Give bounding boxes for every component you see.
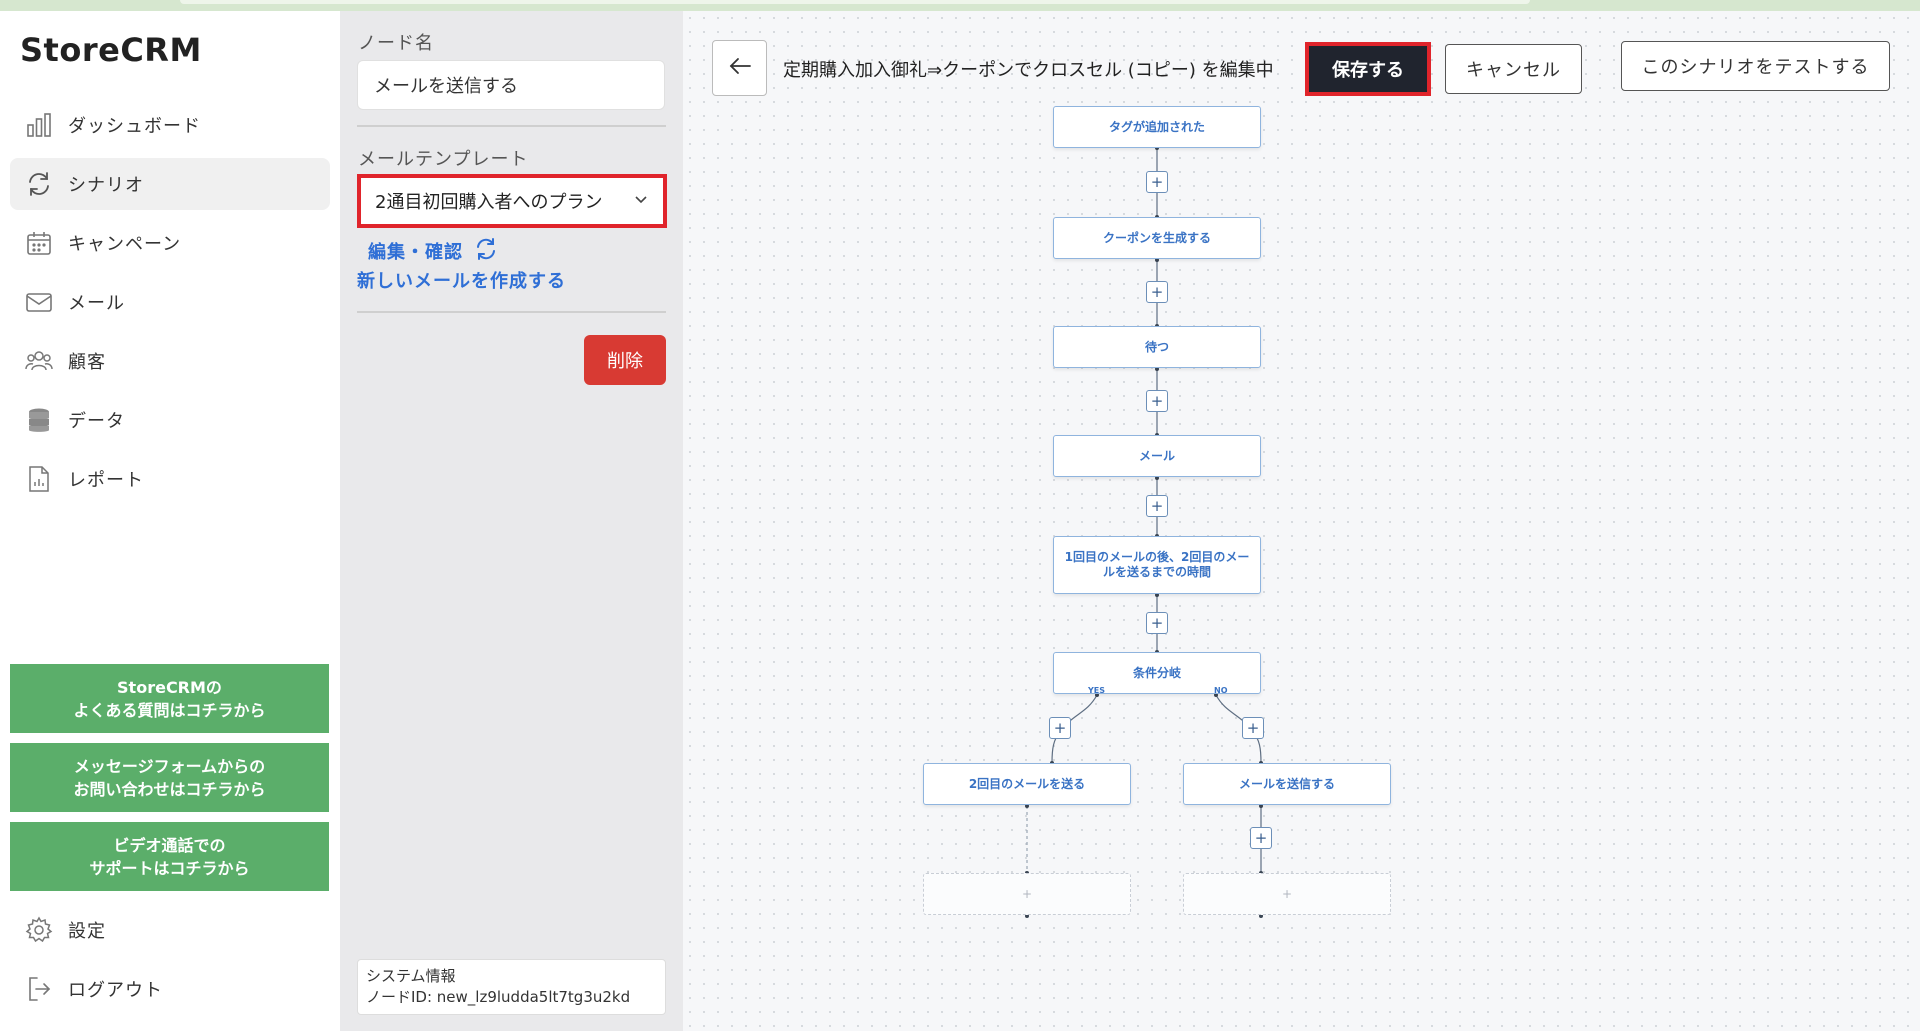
sidebar-item-scenario[interactable]: シナリオ [10, 158, 330, 210]
node-id-text: ノードID: new_lz9ludda5lt7tg3u2kd [366, 988, 631, 1006]
flow-node-mail[interactable]: メール [1053, 435, 1261, 477]
flow-node-generate-coupon[interactable]: クーポンを生成する [1053, 217, 1261, 259]
sidebar-item-label: データ [68, 411, 125, 432]
sidebar-item-label: キャンペーン [68, 234, 182, 255]
flow-node-wait-between-mails[interactable]: 1回目のメールの後、2回目のメールを送るまでの時間 [1053, 536, 1261, 594]
app-logo[interactable]: StoreCRM [20, 31, 202, 69]
sidebar: StoreCRM ダッシュボード シナリオ キャンペーン メール [0, 11, 340, 1031]
back-button[interactable] [712, 40, 767, 96]
branch-yes-label: YES [1088, 686, 1106, 695]
sidebar-item-settings[interactable]: 設定 [10, 904, 330, 956]
gear-icon [24, 915, 54, 945]
system-info-box: システム情報 ノードID: new_lz9ludda5lt7tg3u2kd [357, 959, 666, 1015]
refresh-icon[interactable] [474, 237, 498, 265]
logout-icon [24, 974, 54, 1004]
video-support-button[interactable]: ビデオ通話での サポートはコチラから [10, 822, 329, 891]
template-label: メールテンプレート [358, 149, 529, 170]
scenario-title: 定期購入加入御礼⇒クーポンでクロスセル (コピー) を編集中 [783, 60, 1274, 81]
cancel-button[interactable]: キャンセル [1445, 44, 1582, 94]
chevron-down-icon [633, 191, 649, 212]
divider [357, 311, 666, 313]
flow-node-add-placeholder[interactable]: + [1183, 873, 1391, 915]
template-select-value: 2通目初回購入者へのプラン [375, 192, 603, 213]
sidebar-item-report[interactable]: レポート [10, 453, 330, 505]
sidebar-item-customers[interactable]: 顧客 [10, 335, 330, 387]
test-scenario-button[interactable]: このシナリオをテストする [1621, 41, 1890, 91]
node-name-input[interactable]: メールを送信する [357, 60, 665, 110]
branch-no-label: NO [1214, 686, 1228, 695]
top-strip-highlight [180, 0, 1530, 4]
sidebar-item-label: ログアウト [68, 980, 163, 1001]
help-buttons: StoreCRMの よくある質問はコチラから メッセージフォームからの お問い合… [10, 664, 329, 901]
calendar-icon [24, 228, 54, 258]
divider [357, 125, 666, 127]
sidebar-bottom-nav: 設定 ログアウト [10, 904, 330, 1022]
sidebar-item-data[interactable]: データ [10, 394, 330, 446]
add-step-button[interactable]: + [1146, 171, 1168, 193]
delete-button[interactable]: 削除 [584, 335, 666, 385]
flow-node-add-placeholder[interactable]: + [923, 873, 1131, 915]
sidebar-nav: ダッシュボード シナリオ キャンペーン メール 顧客 [10, 99, 330, 512]
mail-icon [24, 287, 54, 317]
faq-button[interactable]: StoreCRMの よくある質問はコチラから [10, 664, 329, 733]
arrow-left-icon [726, 52, 754, 84]
sidebar-item-dashboard[interactable]: ダッシュボード [10, 99, 330, 151]
users-icon [24, 346, 54, 376]
node-name-label: ノード名 [358, 33, 434, 54]
add-step-button[interactable]: + [1242, 717, 1264, 739]
add-step-button[interactable]: + [1049, 717, 1071, 739]
sidebar-item-logout[interactable]: ログアウト [10, 963, 330, 1015]
edit-confirm-link[interactable]: 編集・確認 [368, 242, 463, 263]
sidebar-item-label: ダッシュボード [68, 116, 201, 137]
flow-node-condition-branch[interactable]: 条件分岐 [1053, 652, 1261, 694]
report-icon [24, 464, 54, 494]
flow-node-send-mail[interactable]: メールを送信する [1183, 763, 1391, 805]
flow-node-tag-added[interactable]: タグが追加された [1053, 106, 1261, 148]
system-info-title: システム情報 [366, 967, 456, 985]
sidebar-item-label: メール [68, 293, 125, 314]
add-step-button[interactable]: + [1250, 827, 1272, 849]
flow-node-wait[interactable]: 待つ [1053, 326, 1261, 368]
sidebar-item-label: 設定 [68, 921, 106, 942]
add-step-button[interactable]: + [1146, 281, 1168, 303]
top-strip [0, 0, 1920, 11]
flow-node-send-second-mail[interactable]: 2回目のメールを送る [923, 763, 1131, 805]
sidebar-item-label: 顧客 [68, 352, 106, 373]
add-step-button[interactable]: + [1146, 390, 1168, 412]
bar-chart-icon [24, 110, 54, 140]
database-icon [24, 405, 54, 435]
new-mail-link[interactable]: 新しいメールを作成する [357, 271, 566, 292]
template-select[interactable]: 2通目初回購入者へのプラン [357, 174, 667, 228]
sidebar-item-label: シナリオ [68, 175, 144, 196]
scenario-canvas[interactable]: タグが追加された クーポンを生成する 待つ メール 1回目のメールの後、2回目の… [683, 11, 1920, 1031]
add-step-button[interactable]: + [1146, 612, 1168, 634]
refresh-cycle-icon [24, 169, 54, 199]
message-form-button[interactable]: メッセージフォームからの お問い合わせはコチラから [10, 743, 329, 812]
sidebar-item-campaign[interactable]: キャンペーン [10, 217, 330, 269]
sidebar-item-mail[interactable]: メール [10, 276, 330, 328]
sidebar-item-label: レポート [68, 470, 144, 491]
node-settings-panel: ノード名 メールを送信する メールテンプレート 2通目初回購入者へのプラン 編集… [340, 11, 683, 1031]
save-button[interactable]: 保存する [1305, 42, 1431, 96]
add-step-button[interactable]: + [1146, 495, 1168, 517]
